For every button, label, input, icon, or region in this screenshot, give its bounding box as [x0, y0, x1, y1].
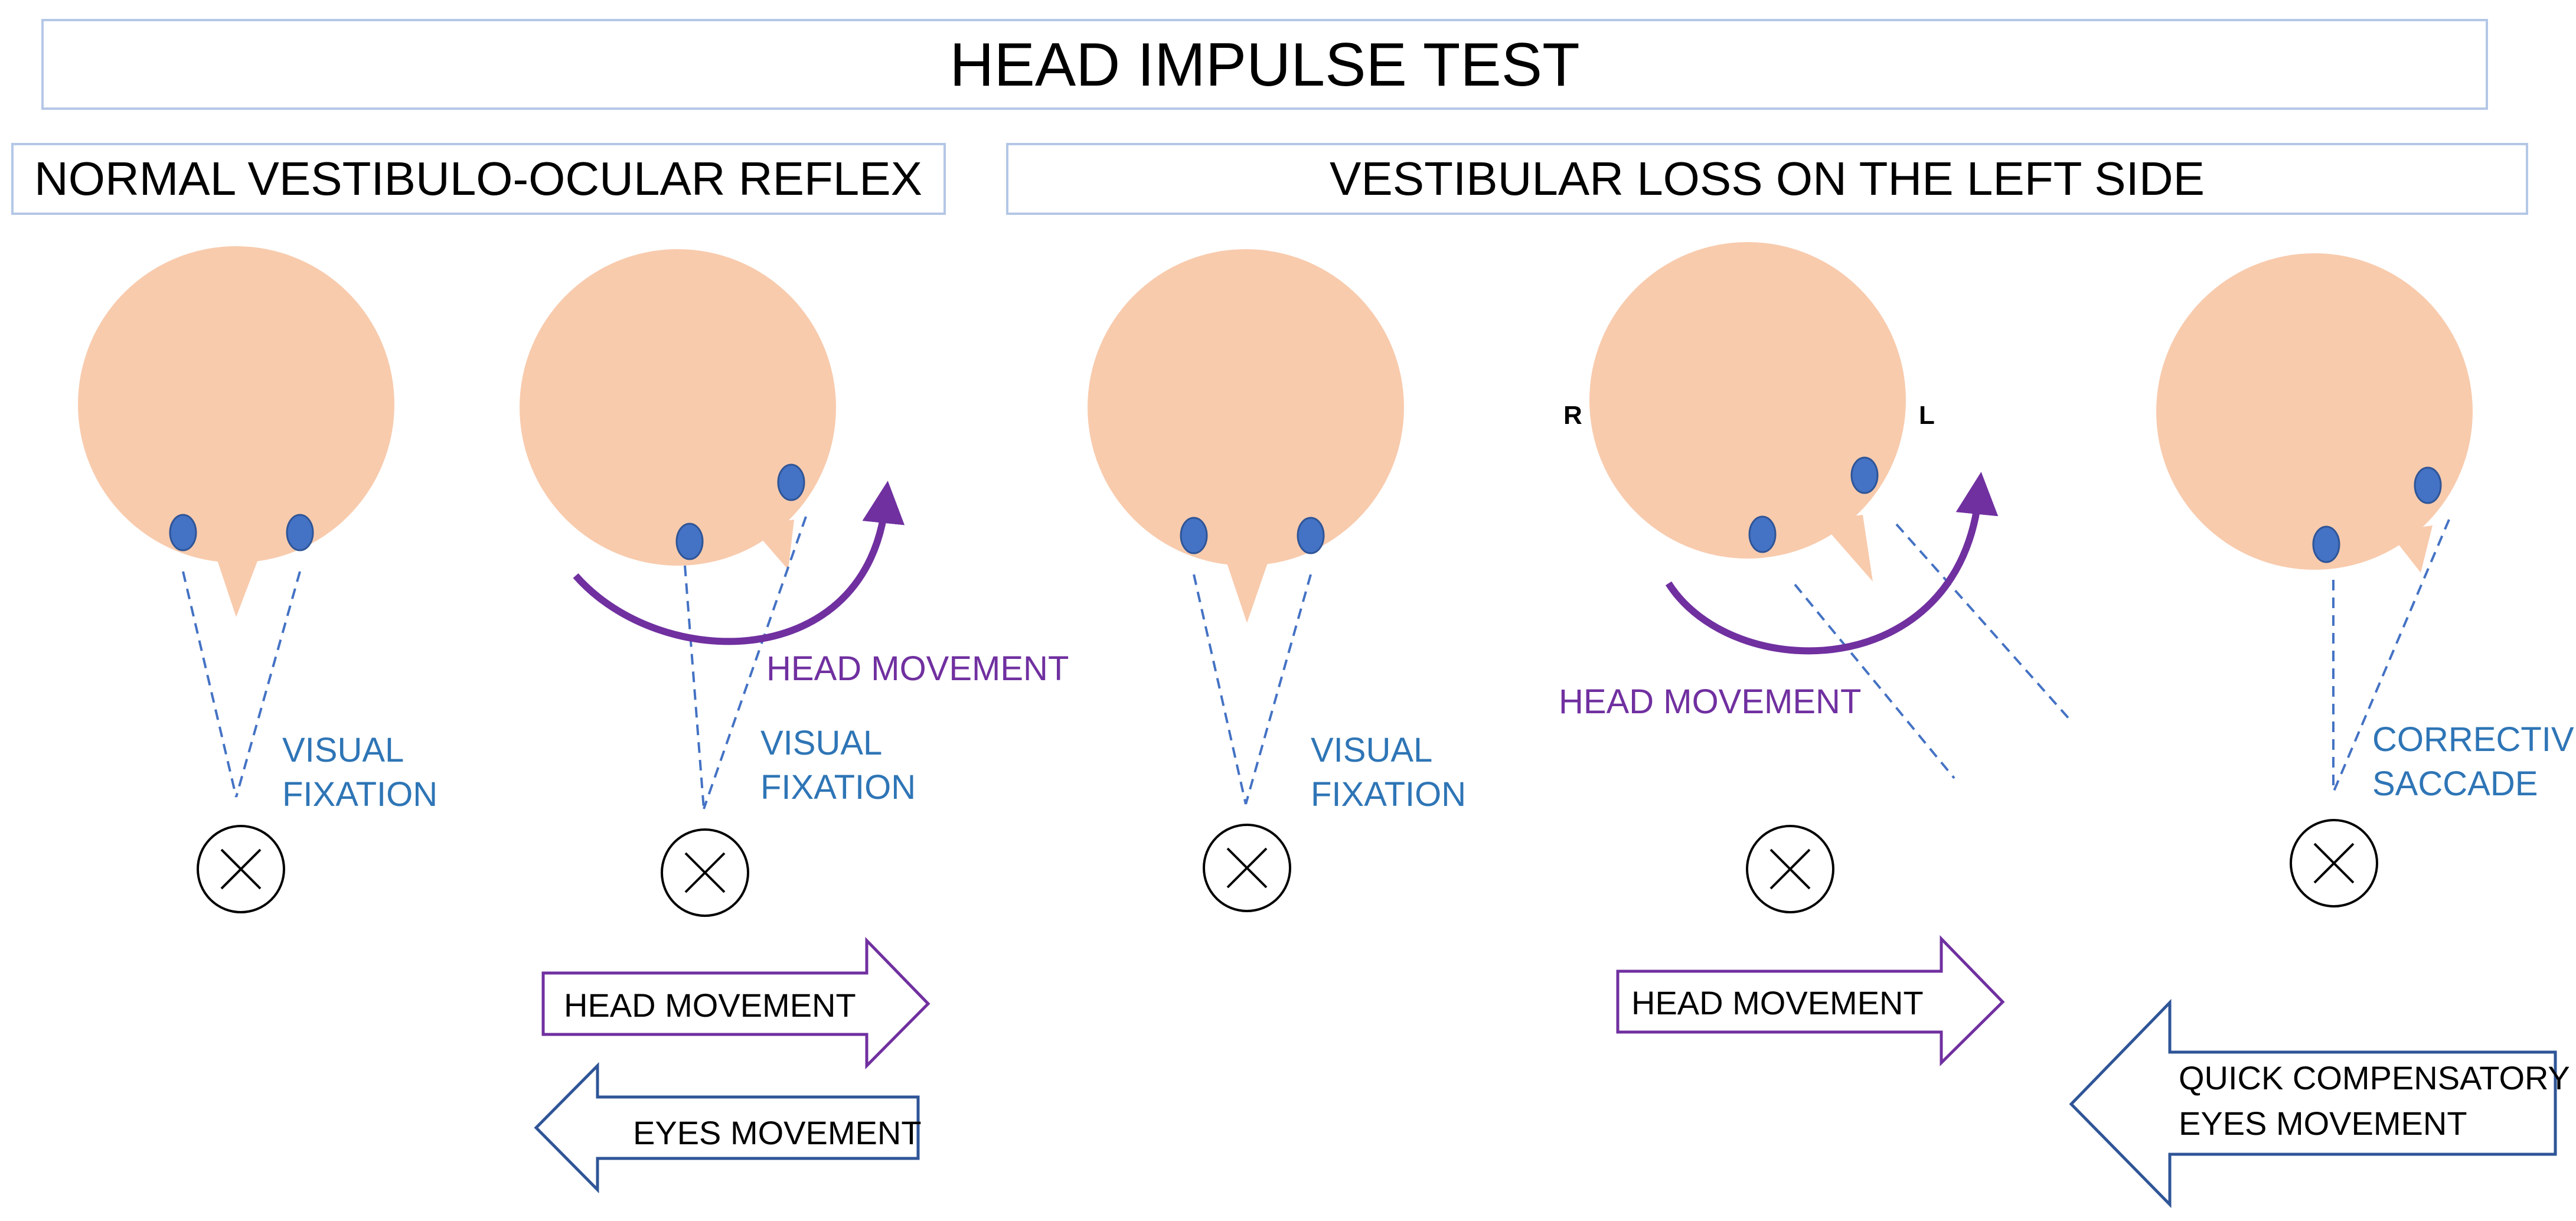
quick-compensatory-block-arrow: QUICK COMPENSATORY EYES MOVEMENT — [2069, 998, 2570, 1209]
sight-line — [684, 565, 705, 809]
visual-fixation-label: VISUAL FIXATION — [282, 731, 438, 814]
curved-arrow-icon — [573, 481, 905, 645]
eye-icon — [1850, 456, 1879, 494]
page-title: HEAD IMPULSE TEST — [949, 31, 1579, 99]
section-normal-title: NORMAL VESTIBULO-OCULAR REFLEX — [34, 152, 922, 205]
eye-icon — [675, 523, 704, 560]
sight-line — [1193, 574, 1247, 805]
svg-text:FIXATION: FIXATION — [1311, 775, 1466, 814]
head-movement-label: HEAD MOVEMENT — [766, 649, 1069, 688]
svg-text:VISUAL: VISUAL — [760, 724, 882, 762]
eye-icon — [1180, 517, 1208, 554]
head-movement-label: HEAD MOVEMENT — [1559, 683, 1861, 721]
visual-fixation-label: VISUAL FIXATION — [760, 724, 916, 807]
eye-icon — [777, 463, 805, 501]
svg-text:HEAD MOVEMENT: HEAD MOVEMENT — [564, 987, 856, 1024]
circled-x-icon — [197, 825, 285, 913]
title-box: HEAD IMPULSE TEST — [41, 19, 2488, 110]
eye-icon — [286, 514, 314, 551]
eye-icon — [1748, 515, 1777, 553]
section-loss-title: VESTIBULAR LOSS ON THE LEFT SIDE — [1330, 152, 2205, 205]
section-loss-header: VESTIBULAR LOSS ON THE LEFT SIDE — [1006, 143, 2528, 215]
svg-text:FIXATION: FIXATION — [282, 775, 438, 814]
sight-line — [1245, 574, 1312, 805]
block-arrow-right-icon — [541, 936, 931, 1070]
svg-text:VISUAL: VISUAL — [1311, 731, 1432, 769]
sight-line — [182, 571, 237, 798]
circled-x-icon — [661, 828, 749, 917]
head-normal-turned — [520, 249, 836, 809]
section-normal-header: NORMAL VESTIBULO-OCULAR REFLEX — [11, 143, 946, 215]
sight-line — [235, 571, 301, 798]
circled-x-icon — [1203, 824, 1291, 912]
sight-line — [1895, 523, 2071, 720]
circled-x-icon — [1746, 825, 1834, 913]
svg-text:EYES MOVEMENT: EYES MOVEMENT — [2179, 1105, 2467, 1142]
circled-x-icon — [2290, 819, 2378, 907]
block-arrow-left-icon — [534, 1062, 920, 1194]
block-arrow-left-icon — [2069, 998, 2557, 1209]
eye-icon — [2414, 466, 2442, 504]
head-loss-corrected — [2156, 253, 2473, 793]
visual-fixation-label: VISUAL FIXATION — [1311, 731, 1466, 814]
svg-text:SACCADE: SACCADE — [2372, 765, 2538, 803]
eye-icon — [2312, 525, 2340, 563]
head-movement-block-arrow: HEAD MOVEMENT — [541, 936, 931, 1070]
eyes-movement-block-arrow: EYES MOVEMENT — [534, 1062, 922, 1194]
head-loss-turned — [1589, 242, 2071, 779]
block-arrow-right-icon — [1616, 935, 2005, 1066]
svg-text:EYES MOVEMENT: EYES MOVEMENT — [633, 1114, 922, 1151]
head-movement-block-arrow: HEAD MOVEMENT — [1616, 935, 2005, 1066]
eye-icon — [169, 514, 197, 551]
head-loss-rest — [1088, 249, 1404, 805]
svg-text:CORRECTIVE: CORRECTIVE — [2372, 720, 2576, 759]
head-normal-rest — [78, 246, 394, 798]
left-side-label: L — [1919, 401, 1935, 430]
corrective-saccade-label: CORRECTIVE SACCADE — [2372, 720, 2576, 803]
sight-line — [1794, 583, 1955, 779]
svg-text:FIXATION: FIXATION — [760, 768, 916, 807]
svg-text:QUICK COMPENSATORY: QUICK COMPENSATORY — [2179, 1059, 2570, 1096]
sight-line — [703, 516, 807, 809]
right-side-label: R — [1563, 401, 1582, 430]
sight-line — [2332, 519, 2450, 793]
eye-icon — [1297, 517, 1325, 554]
svg-text:HEAD MOVEMENT: HEAD MOVEMENT — [1631, 984, 1924, 1021]
curved-arrow-icon — [1665, 472, 1999, 655]
svg-text:VISUAL: VISUAL — [282, 731, 404, 769]
